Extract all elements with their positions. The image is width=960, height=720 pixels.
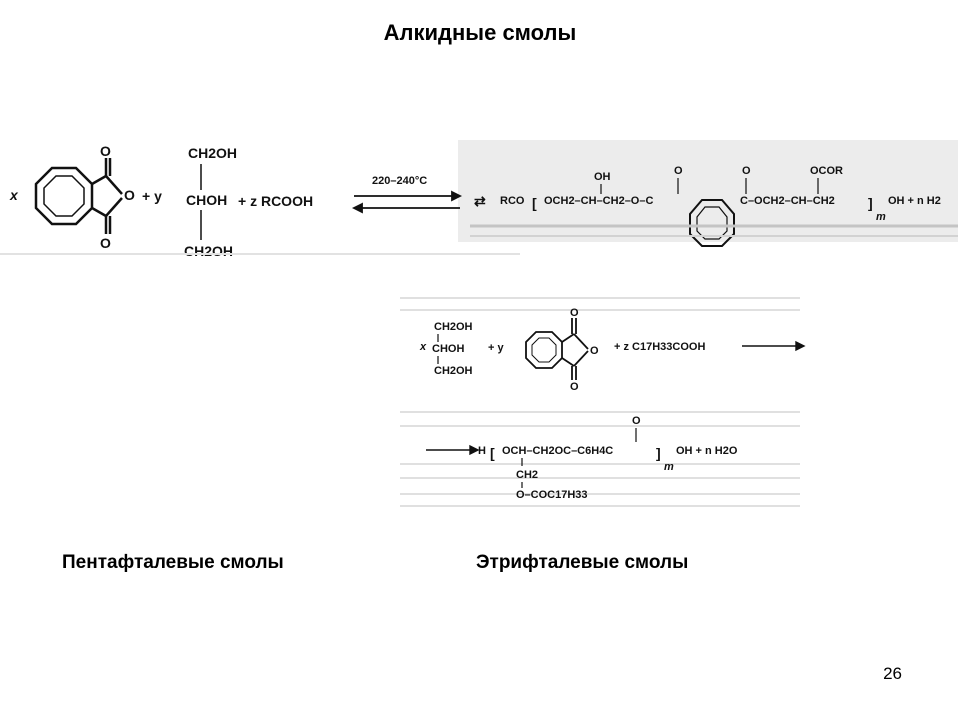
caption-etriphthalic: Этрифталевые смолы xyxy=(476,552,689,573)
anhydride-o-top: O xyxy=(100,143,111,159)
top-product-right: C–OCH2–CH–CH2 xyxy=(740,195,835,207)
bottom-product-h: H xyxy=(478,445,486,457)
bottom-product-tail: OH + n H2O xyxy=(676,445,738,457)
caption-pentaphthalic: Пентафталевые смолы xyxy=(62,552,284,573)
bottom-bracket-left: [ xyxy=(490,445,495,461)
page-number: 26 xyxy=(883,664,902,683)
bottom-anhydride-o-top: O xyxy=(570,307,579,319)
bottom-plus-z-acid: + z C17H33COOH xyxy=(614,341,705,353)
top-product-oh: OH xyxy=(594,171,611,183)
top-product-chain: OCH2–CH–CH2–O–C xyxy=(544,195,653,207)
bottom-branch-ch2: CH2 xyxy=(516,469,538,481)
top-coef-x: x xyxy=(9,187,19,203)
page-title: Алкидные смолы xyxy=(383,20,577,45)
top-plus-z-acid: + z RCOOH xyxy=(238,193,313,209)
scan-ghost-lines xyxy=(400,297,800,507)
carbonyl-o-left: O xyxy=(674,165,683,177)
benzene-ring-icon xyxy=(689,199,735,247)
anhydride-o-bottom: O xyxy=(100,235,111,251)
bottom-branch-ester: O–COC17H33 xyxy=(516,489,588,501)
top-product-ocor: OCOR xyxy=(810,165,843,177)
carbonyl-o-right: O xyxy=(742,165,751,177)
top-glycerol-top: CH2OH xyxy=(188,145,237,161)
bottom-coef-x: x xyxy=(419,341,427,353)
bottom-anhydride-icon xyxy=(525,318,589,380)
top-product-tail: OH + n H2 xyxy=(888,195,941,207)
bottom-subscript-m: m xyxy=(664,461,674,473)
top-glycerol-mid: CHOH xyxy=(186,192,227,208)
bottom-arrow-right-icon xyxy=(742,340,806,352)
bottom-glycerol-bot: CH2OH xyxy=(434,365,473,377)
bottom-anhydride-o-bridge: O xyxy=(590,345,599,357)
top-conditions: 220–240°C xyxy=(372,175,427,187)
bottom-plus-y: + y xyxy=(488,342,504,354)
anhydride-ring-icon xyxy=(34,158,123,234)
bottom-anhydride-o-bottom: O xyxy=(570,381,579,393)
bottom-product-chain: OCH–CH2OC–C6H4C xyxy=(502,445,613,457)
anhydride-o-bridge: O xyxy=(124,187,135,203)
bottom-glycerol-top: CH2OH xyxy=(434,321,473,333)
bracket-right: ] xyxy=(868,195,873,211)
bottom-bracket-right: ] xyxy=(656,445,661,461)
top-plus-y: + y xyxy=(142,188,162,204)
bottom-glycerol-mid: CHOH xyxy=(432,343,464,355)
top-subscript-m: m xyxy=(876,211,886,223)
bottom-carbonyl-o: O xyxy=(632,415,641,427)
bracket-left: [ xyxy=(532,195,537,211)
top-product-start: RCO xyxy=(500,195,525,207)
bottom-arrow-in-icon xyxy=(426,444,480,456)
equilibrium-arrows-icon xyxy=(351,190,463,214)
top-equilibrium-mini: ⇄ xyxy=(474,193,486,209)
